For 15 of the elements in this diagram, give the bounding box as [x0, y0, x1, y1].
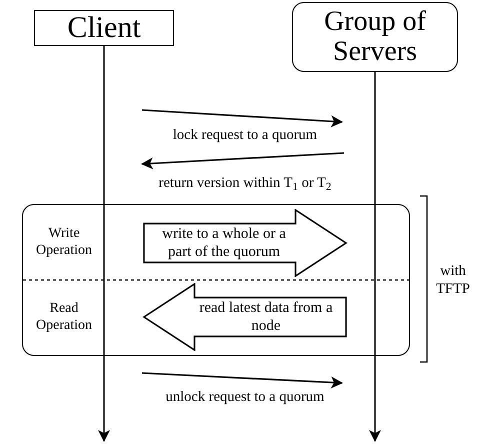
message-label: return version within T$_{1}$ or T$_{2}$ [158, 174, 332, 192]
message-label: lock request to a quorum [172, 126, 318, 144]
participant-box: Group of Servers [292, 2, 458, 72]
operations-panel [22, 204, 410, 356]
participant-box: Client [34, 10, 174, 46]
arrow-text: read latest data from a node [198, 299, 334, 335]
message-label: unlock request to a quorum [164, 388, 326, 406]
lifeline-arrow [369, 72, 381, 442]
message-label: with TFTP [435, 262, 471, 298]
block-arrow [141, 209, 349, 277]
arrow-text: write to a whole or a part of the quorum [161, 225, 287, 261]
block-arrow [141, 283, 349, 351]
lifeline-arrow [98, 46, 110, 442]
operation-label: Write Operation [35, 225, 93, 259]
operation-label: Read Operation [35, 300, 93, 334]
